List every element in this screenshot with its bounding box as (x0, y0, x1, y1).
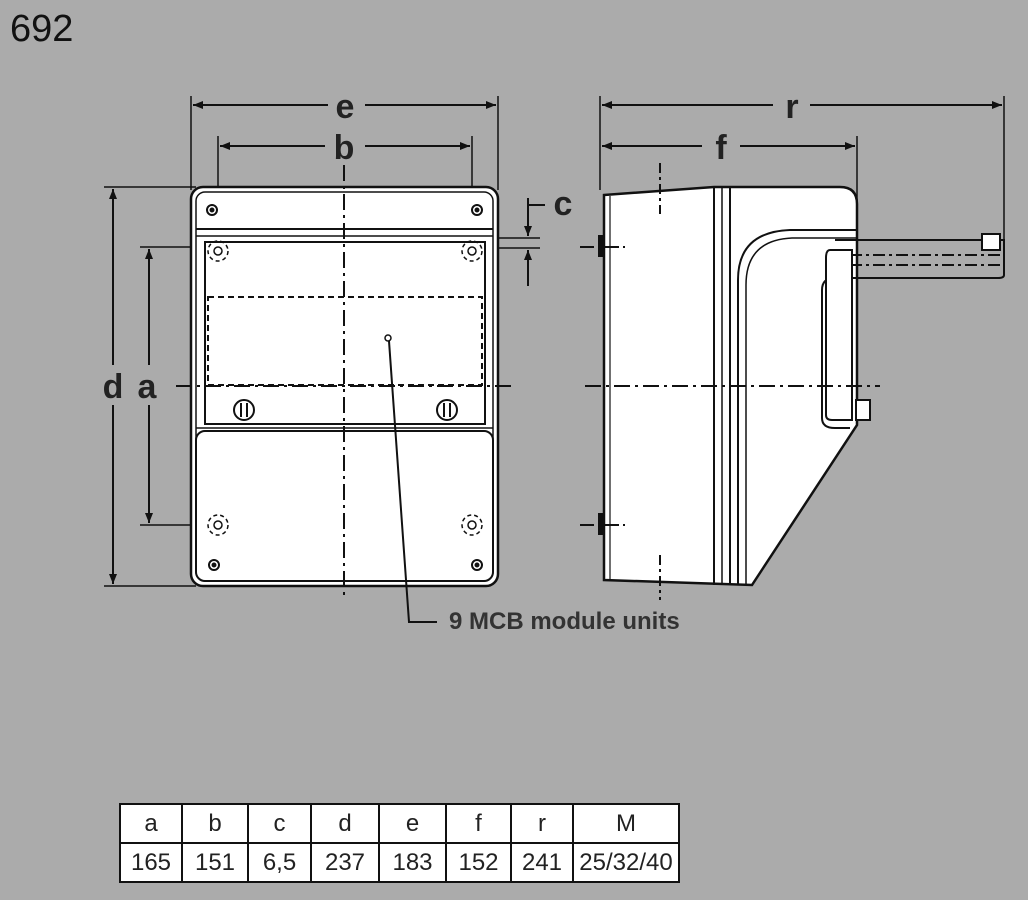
table-cell: 241 (510, 842, 574, 883)
module-units-annotation: 9 MCB module units (449, 608, 680, 635)
table-header-cell: b (181, 803, 249, 844)
dim-label-f: f (715, 129, 727, 167)
table-header-cell: a (119, 803, 183, 844)
table-cell: 183 (378, 842, 447, 883)
dim-label-r: r (785, 88, 798, 126)
table-cell: 151 (181, 842, 249, 883)
side-view (580, 96, 1005, 600)
dim-label-e: e (336, 88, 355, 126)
front-view (104, 96, 545, 623)
dim-label-c: c (554, 185, 573, 223)
table-row: 165 151 6,5 237 183 152 241 25/32/40 (119, 842, 680, 883)
dimensions-table: a b c d e f r M 165 151 6,5 237 183 152 … (119, 803, 680, 883)
table-cell: 6,5 (247, 842, 312, 883)
technical-drawing: e b c d a r f 9 MCB module units (103, 88, 1005, 635)
table-cell: 165 (119, 842, 183, 883)
dim-label-a: a (138, 368, 158, 406)
table-header-cell: e (378, 803, 447, 844)
dim-label-d: d (103, 368, 124, 406)
page-number: 692 (10, 8, 74, 50)
table-header-cell: c (247, 803, 312, 844)
table-cell: 25/32/40 (572, 842, 680, 883)
table-header-cell: r (510, 803, 574, 844)
table-header-cell: M (572, 803, 680, 844)
table-header-row: a b c d e f r M (119, 803, 680, 844)
table-cell: 152 (445, 842, 512, 883)
dim-label-b: b (334, 129, 355, 167)
table-cell: 237 (310, 842, 380, 883)
table-header-cell: d (310, 803, 380, 844)
table-header-cell: f (445, 803, 512, 844)
